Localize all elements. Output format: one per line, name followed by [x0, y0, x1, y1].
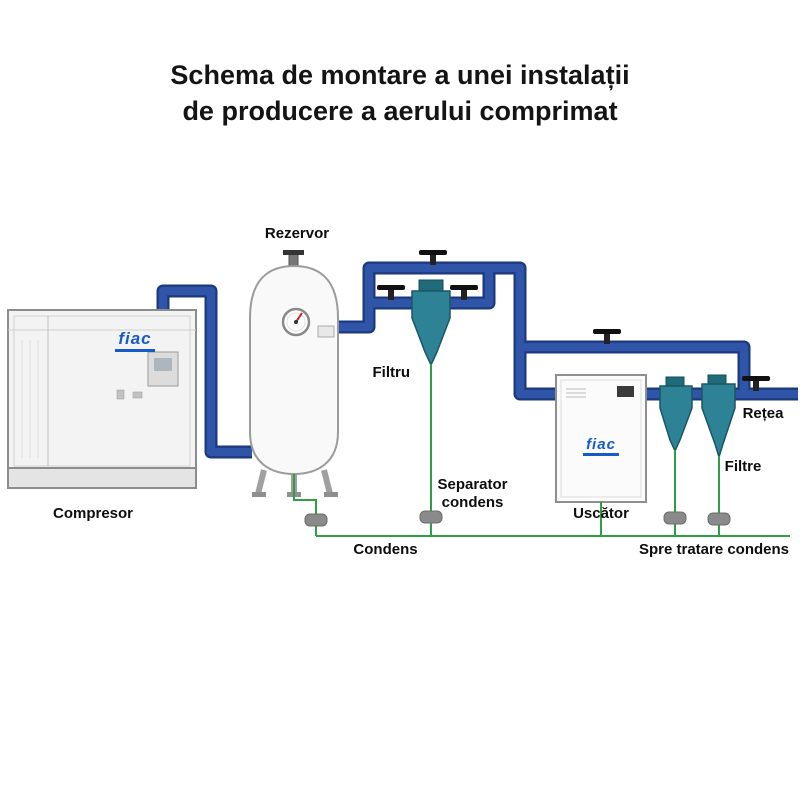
- line-filter-2: [701, 374, 736, 460]
- label-retea: Rețea: [742, 405, 784, 422]
- label-condens: Condens: [353, 541, 418, 558]
- label-separator-condens: Separator condens: [420, 476, 525, 512]
- condensate-lines: [293, 364, 790, 537]
- tank-safety-valve-handle: [283, 250, 304, 255]
- page-title-line2: de producere a aerului comprimat: [182, 96, 618, 126]
- dryer-display: [617, 386, 634, 397]
- label-compresor: Compresor: [52, 505, 134, 522]
- line-filter-1: [659, 376, 693, 453]
- compressor-unit: [7, 309, 197, 489]
- valve-filter-outlet: [450, 285, 478, 300]
- label-spre-tratare-condens: Spre tratare condens: [638, 541, 790, 558]
- cyclone-separator: [411, 279, 451, 367]
- valves: [377, 250, 770, 391]
- valve-bypass-1: [419, 250, 447, 265]
- valve-network: [742, 376, 770, 391]
- pipe-filter-outlet-core: [446, 268, 494, 308]
- condensate-drain-filter1: [663, 511, 687, 525]
- air-dryer: [555, 374, 647, 503]
- tank-plate: [317, 325, 335, 338]
- tank-leg: [255, 469, 267, 495]
- label-rezervor: Rezervor: [264, 225, 330, 242]
- page-title: Schema de montare a unei instalații de p…: [0, 57, 800, 129]
- compressor-brand-logo-text: fiac: [115, 329, 155, 352]
- dryer-brand-logo: fiac: [573, 436, 629, 456]
- dryer-brand-logo-text: fiac: [583, 436, 619, 456]
- condensate-line-tank: [293, 474, 317, 514]
- condensate-drain-tank: [304, 513, 328, 527]
- tank-body: [249, 264, 339, 476]
- pipe-compressor-to-tank-core: [158, 286, 252, 457]
- condensate-drain-filter2: [707, 512, 731, 526]
- pipe-tank-bypass-down-core: [336, 263, 560, 399]
- label-separator-line1: Separator: [437, 476, 508, 493]
- compressor-base: [7, 467, 197, 489]
- condensate-drain-separator: [419, 510, 443, 524]
- valve-bypass-2: [593, 329, 621, 344]
- label-separator-line2: condens: [441, 494, 504, 511]
- label-filtru: Filtru: [372, 364, 411, 381]
- page-title-line1: Schema de montare a unei instalații: [170, 60, 630, 90]
- compressor-display: [154, 358, 172, 371]
- label-filtre: Filtre: [724, 458, 762, 475]
- valve-filter-inlet: [377, 285, 405, 300]
- tank-leg: [321, 469, 333, 495]
- compressor-brand-logo: fiac: [104, 329, 166, 352]
- label-uscator: Uscător: [573, 505, 629, 522]
- air-tank: [249, 250, 339, 497]
